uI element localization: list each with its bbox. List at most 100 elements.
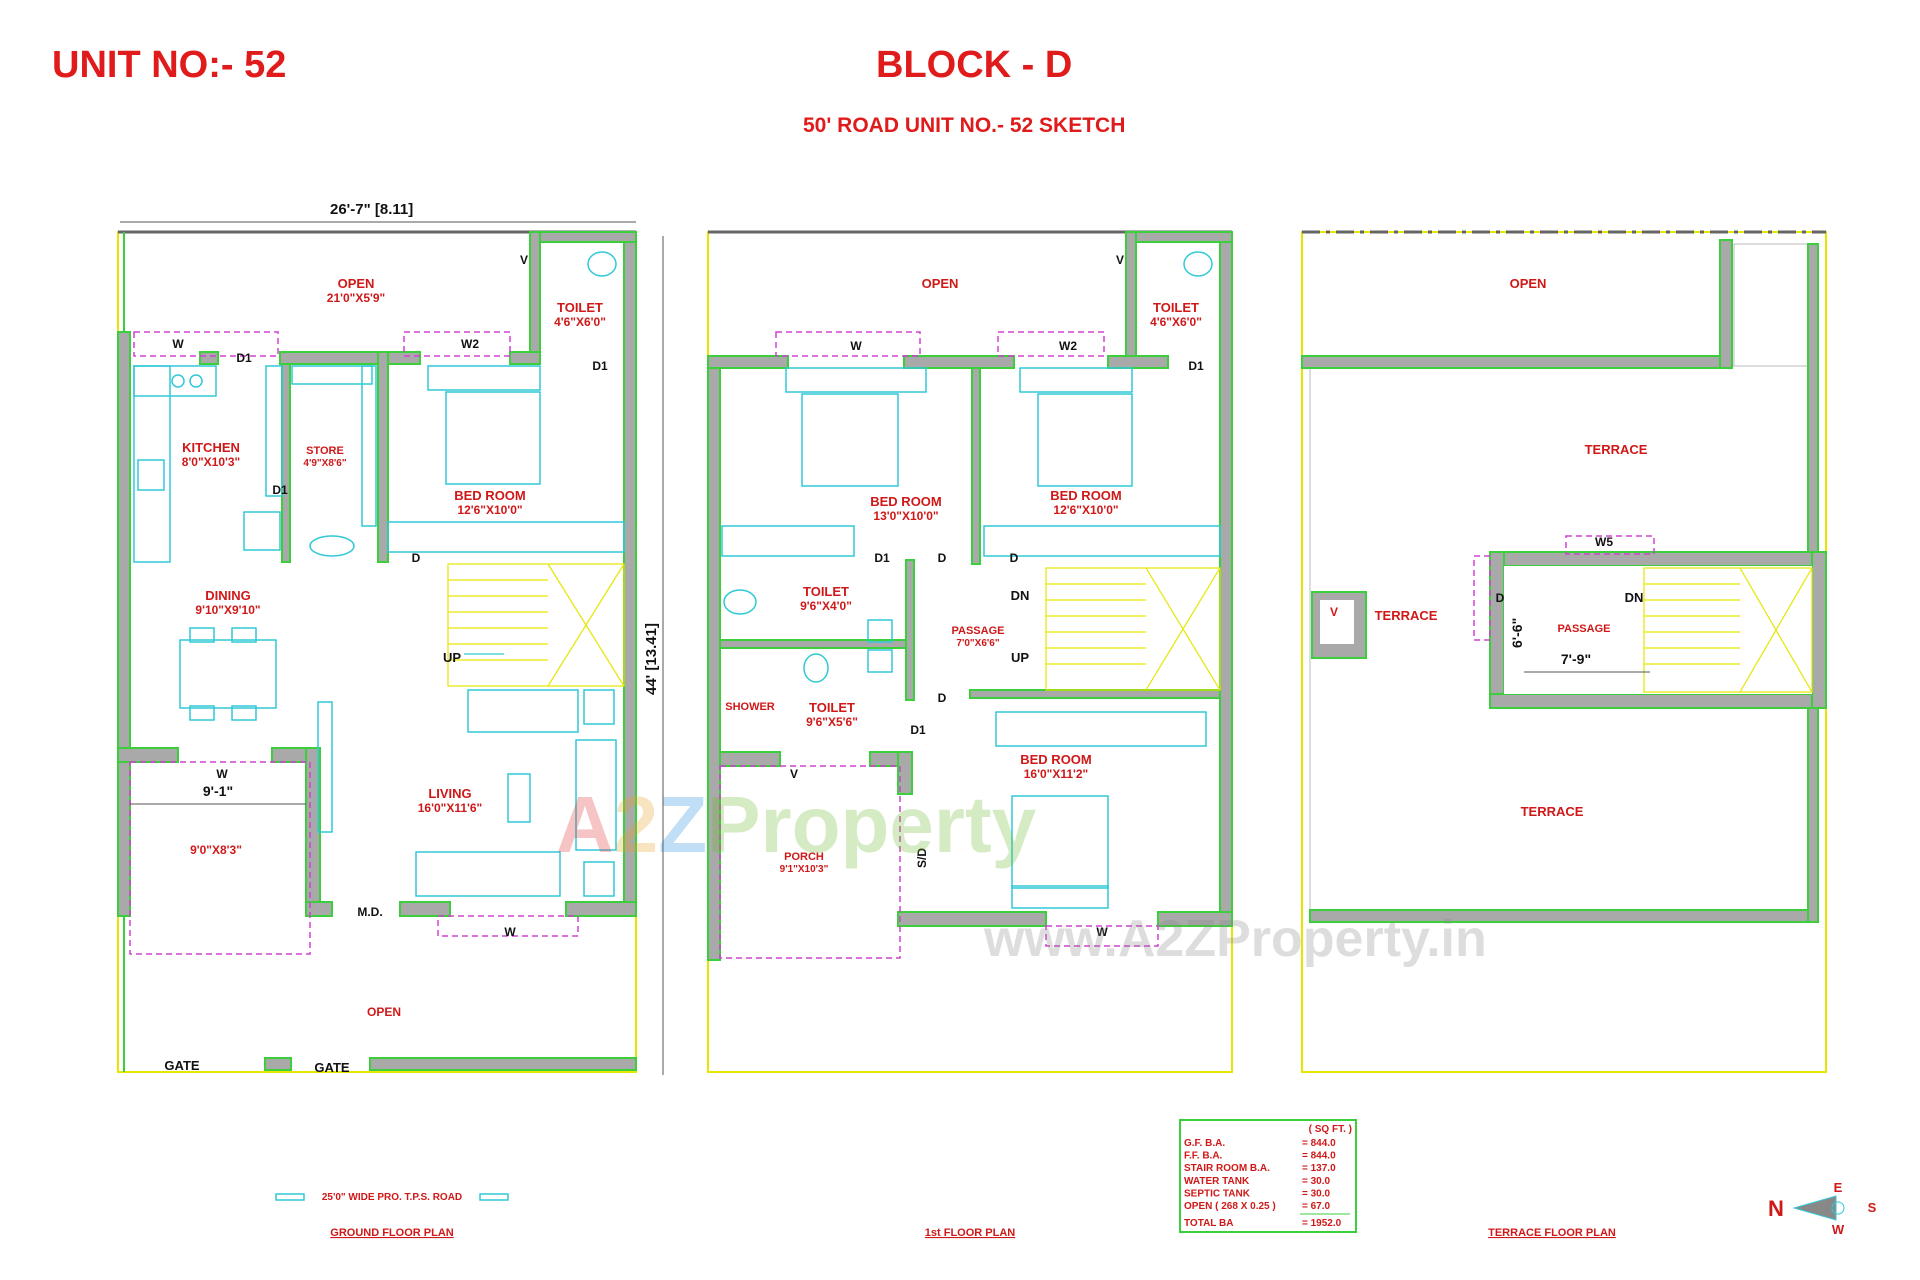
- wash-basin-icon: [867, 649, 893, 673]
- wall-bed-left: [377, 351, 389, 563]
- gate-pillar: [264, 1057, 292, 1071]
- tag-w: W: [850, 339, 862, 353]
- first-floor-caption: 1st FLOOR PLAN: [925, 1227, 1016, 1239]
- wall-md-left: [305, 901, 333, 917]
- porch-outline: [719, 765, 901, 959]
- tag-d1: D1: [910, 723, 926, 737]
- area-row-value: = 844.0: [1302, 1151, 1336, 1162]
- open-top-size: 21'0"X5'9": [327, 291, 385, 305]
- wardrobe: [721, 525, 855, 557]
- width-dimension: 26'-7" [8.11]: [330, 201, 413, 218]
- wall-passage-left: [905, 559, 915, 701]
- wall-bed-top-right: [1107, 355, 1169, 369]
- wall-toilet-left: [529, 231, 541, 365]
- kitchen-window: [133, 331, 279, 357]
- tag-d1: D1: [236, 351, 252, 365]
- tag-d: D: [938, 551, 947, 565]
- sofa-side-icon: [575, 739, 617, 851]
- stair-room-wall-top: [1489, 551, 1827, 567]
- wall-bed3-top: [969, 689, 1221, 699]
- wall-bed3-bottom-right: [1157, 911, 1233, 927]
- toilet-label: TOILET: [557, 300, 603, 315]
- stair-room-floor: [1504, 566, 1812, 694]
- passage-width-dim: 7'-9": [1561, 651, 1591, 667]
- toilet3-size: 9'6"X5'6": [806, 715, 858, 729]
- terrace-parapet-step: [1719, 239, 1733, 369]
- area-row-label: OPEN ( 268 X 0.25 ): [1184, 1201, 1276, 1212]
- wash-basin-icon: [309, 535, 355, 557]
- area-table-unit: ( SQ FT. ): [1309, 1124, 1352, 1135]
- tag-w: W: [172, 337, 184, 351]
- tag-d1: D1: [592, 359, 608, 373]
- tag-d: D: [938, 691, 947, 705]
- bedroom-window-w: [775, 331, 921, 357]
- stair-room-window-w5: [1565, 535, 1655, 555]
- parking-outline: [129, 761, 311, 955]
- area-row-label: G.F. B.A.: [1184, 1138, 1225, 1149]
- wall-living-bottom-left: [399, 901, 451, 917]
- area-row-label: STAIR ROOM B.A.: [1184, 1163, 1270, 1174]
- wall-porch-right: [897, 751, 913, 795]
- area-row-label: F.F. B.A.: [1184, 1151, 1223, 1162]
- block-title: BLOCK - D: [876, 44, 1073, 86]
- tag-v: V: [790, 767, 798, 781]
- tag-down: DN: [1011, 588, 1030, 603]
- area-table-border: [1179, 1119, 1357, 1233]
- kitchen-size: 8'0"X10'3": [182, 455, 240, 469]
- tag-w5: W5: [1595, 535, 1613, 549]
- fridge-icon: [243, 511, 281, 551]
- toilet3-label: TOILET: [809, 700, 855, 715]
- hob-burner-icon: [189, 374, 203, 388]
- wall-living-bottom-right: [565, 901, 637, 917]
- chair-icon: [231, 627, 257, 643]
- tag-w: W: [1096, 925, 1108, 939]
- staircase: [1643, 567, 1813, 693]
- tag-v: V: [1116, 253, 1124, 267]
- wall-right: [1219, 231, 1233, 927]
- ground-floor-plan: 26'-7" [8.11] 44' [13.41]: [117, 201, 664, 1239]
- tag-d: D: [412, 551, 421, 565]
- bed-icon: [445, 391, 541, 485]
- road-marker: [479, 1193, 509, 1201]
- hob-burner-icon: [171, 374, 185, 388]
- store-shelf-right: [361, 365, 377, 527]
- bedroom3-size: 16'0"X11'2": [1024, 767, 1088, 781]
- wall-kitchen-top: [279, 351, 421, 365]
- bedroom1-label: BED ROOM: [870, 494, 942, 509]
- tag-w2: W2: [461, 337, 479, 351]
- compass-north: N: [1768, 1196, 1784, 1221]
- passage-height-dim: 6'-6": [1509, 618, 1525, 648]
- terrace-floor-caption: TERRACE FLOOR PLAN: [1488, 1227, 1616, 1239]
- compass-arrow-icon: [1792, 1195, 1837, 1221]
- compass-south: S: [1868, 1200, 1877, 1215]
- store-size: 4'9"X8'6": [303, 458, 346, 469]
- compass-east: E: [1834, 1180, 1843, 1195]
- tag-v: V: [1330, 605, 1338, 619]
- terrace-top-label: TERRACE: [1585, 442, 1648, 457]
- centre-table-icon: [507, 773, 531, 823]
- wall-bed-top-right: [509, 351, 541, 365]
- compass-center-icon: [1831, 1201, 1845, 1215]
- bedroom2-label: BED ROOM: [1050, 488, 1122, 503]
- tag-up: UP: [443, 650, 461, 665]
- gate-label: GATE: [164, 1058, 199, 1073]
- front-compound-wall: [369, 1057, 637, 1071]
- chair-icon: [189, 627, 215, 643]
- stair-room-wall-left: [1489, 551, 1505, 709]
- terrace-bottom-label: TERRACE: [1521, 804, 1584, 819]
- bedroom-window-w2: [997, 331, 1105, 357]
- total-label: TOTAL BA: [1184, 1218, 1233, 1229]
- watermark-brand: A2ZProperty: [556, 780, 1037, 869]
- compass-west: W: [1832, 1222, 1845, 1237]
- living-label: LIVING: [428, 786, 471, 801]
- bed-headboard: [1019, 367, 1133, 393]
- tag-d1: D1: [1188, 359, 1204, 373]
- tag-d1: D1: [272, 483, 288, 497]
- store-shelf-top: [291, 365, 373, 385]
- passage-size: 7'0"X6'6": [956, 638, 999, 649]
- wall-store-left: [281, 363, 291, 563]
- passage-label: PASSAGE: [952, 625, 1005, 637]
- dining-table-icon: [179, 639, 277, 709]
- road-label: 25'0" WIDE PRO. T.P.S. ROAD: [322, 1192, 462, 1203]
- open-bottom-label: OPEN: [367, 1005, 401, 1019]
